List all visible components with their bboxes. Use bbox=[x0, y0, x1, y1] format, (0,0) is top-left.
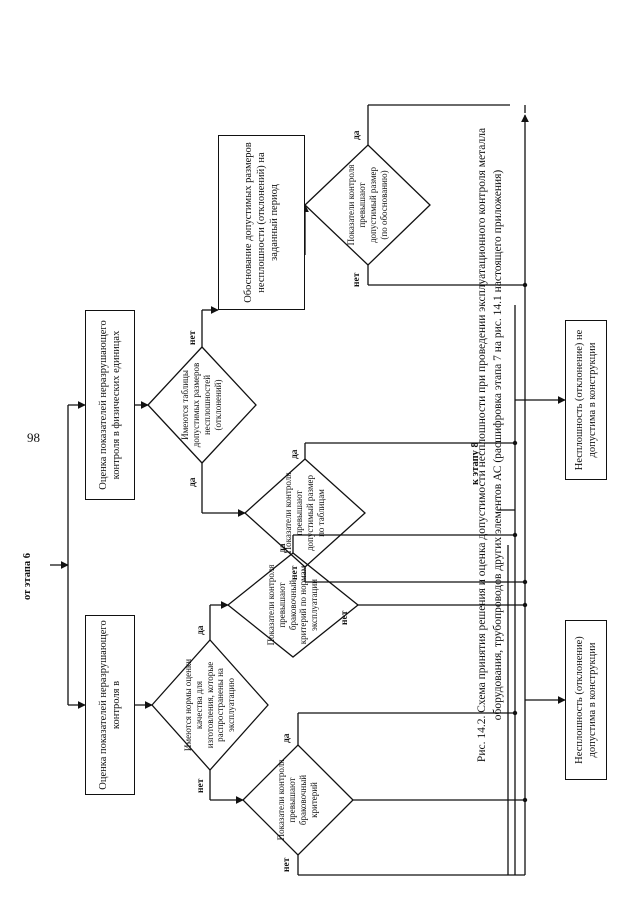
block-acceptable: Несплошность (отклонение) допустима в ко… bbox=[565, 620, 607, 780]
block-eval-physical: Оценка показателей неразрушающего контро… bbox=[85, 310, 135, 500]
label-no: нет bbox=[282, 857, 292, 872]
block-justification: Обоснование допустимых размеров несплошн… bbox=[218, 135, 305, 310]
decision-exceed-justified: Показатели контроля превышают допустимый… bbox=[346, 164, 389, 246]
label-yes: да bbox=[196, 625, 206, 635]
label-no: нет bbox=[290, 565, 300, 580]
figure-caption: Рис. 14.2. Схема принятия решения и оцен… bbox=[476, 127, 504, 763]
block-eval-nk: Оценка показателей неразрушающего контро… bbox=[85, 615, 135, 795]
label-no: нет bbox=[196, 778, 206, 793]
decision-tables: Имеются таблицы допустимых размеров несп… bbox=[180, 362, 223, 448]
decision-exceed-reject: Показатели контроля превышают браковочны… bbox=[276, 759, 319, 841]
label-no: нет bbox=[188, 330, 198, 345]
block-not-acceptable: Несплошность (отклонение) не допустима в… bbox=[565, 320, 607, 480]
from-stage-label: от этапа 6 bbox=[22, 552, 33, 600]
decision-norms: Имеются нормы оценки качества для изгото… bbox=[183, 658, 237, 752]
label-no: нет bbox=[352, 272, 362, 287]
label-yes: да bbox=[278, 543, 288, 553]
label-yes: да bbox=[188, 477, 198, 487]
label-no: нет bbox=[340, 610, 350, 625]
label-yes: да bbox=[290, 449, 300, 459]
page-number: 98 bbox=[27, 430, 40, 445]
label-yes: да bbox=[352, 130, 362, 140]
label-yes: да bbox=[282, 733, 292, 743]
